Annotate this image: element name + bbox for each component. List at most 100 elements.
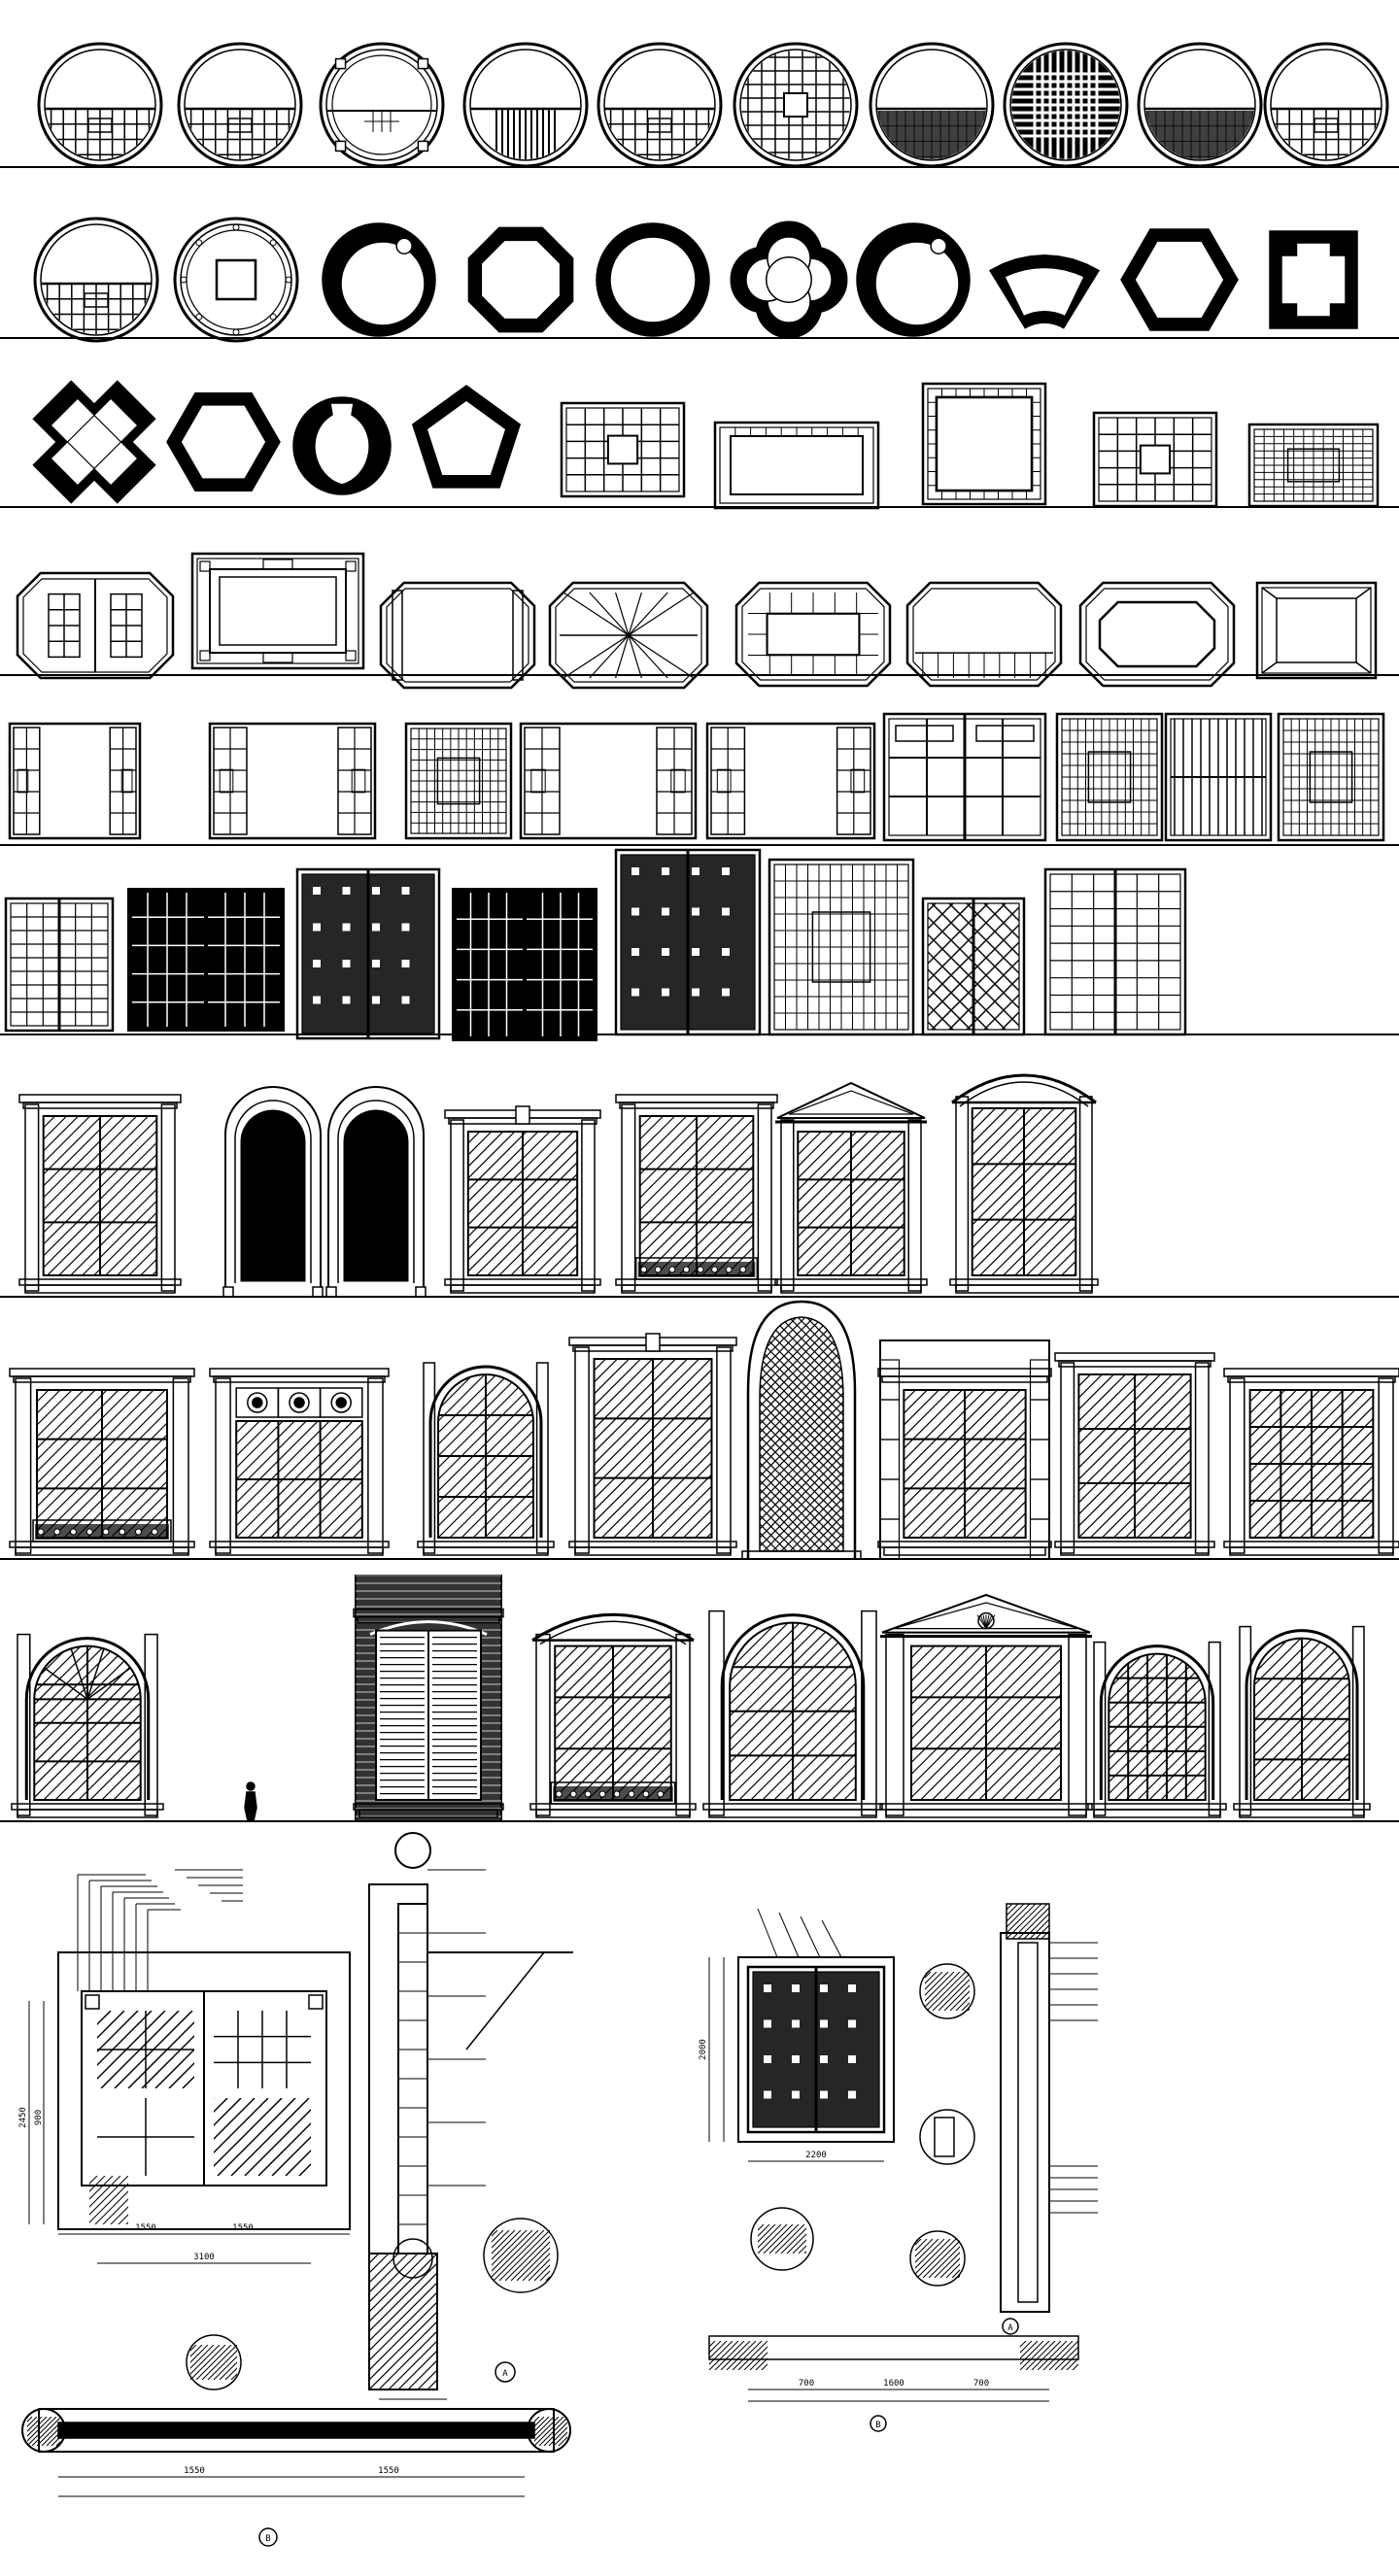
window-classical-pilaster-arch [1233, 1625, 1371, 1818]
window-catalog [0, 42, 1399, 1822]
window-rect-lattice-dark-door [452, 888, 597, 1041]
dimension-label: 900 [34, 2110, 44, 2125]
row-octagonal-frames [0, 552, 1399, 690]
window-vase-thick [292, 396, 392, 495]
window-circle-half-lattice [177, 42, 303, 168]
window-classical-balcony [615, 1094, 778, 1294]
window-classical-pediment-shell [879, 1593, 1093, 1818]
window-classical-cornice [1054, 1352, 1215, 1556]
window-cross-square-thick [1269, 230, 1358, 329]
window-circle-half-hatch [1137, 42, 1263, 168]
dimension-label: 1600 [883, 2379, 904, 2389]
section-marker-b: B [875, 2421, 880, 2430]
window-oct-rect-ornate [734, 581, 892, 688]
window-classical-gothic [741, 1300, 862, 1560]
window-shutter-window-side-panels [705, 722, 876, 840]
window-circle-half-lattice [597, 42, 723, 168]
window-circle-ornate-ring [319, 42, 445, 168]
window-classical-round-arch-grid [1087, 1641, 1227, 1818]
window-circle-half-hatch [869, 42, 995, 168]
section-marker-a: A [1007, 2323, 1013, 2333]
window-oct-rect-nested [1078, 581, 1236, 688]
row-classical-windows-3 [0, 1575, 1399, 1822]
window-shutter-window-side-panels [8, 722, 142, 840]
dimension-label: 1550 [232, 2223, 254, 2233]
window-oct-rect-plain [379, 581, 536, 690]
window-classical-round-arch-large [702, 1610, 883, 1818]
window-circle-square-inset [173, 217, 299, 343]
dimension-label: 1550 [135, 2223, 156, 2233]
row-shaped-windows [0, 217, 1399, 343]
window-quatrefoil-thick [730, 220, 848, 339]
row-lattice-doors [0, 848, 1399, 1041]
window-rect-lattice-grid [882, 712, 1047, 842]
window-rect-lattice-door [1043, 867, 1187, 1036]
window-classical-twin-arch [222, 1086, 427, 1298]
window-classical-keystone [568, 1333, 737, 1556]
window-rect-lattice-dense [768, 858, 915, 1036]
window-rect-lattice-dense [404, 722, 513, 840]
window-rect-lattice-door [4, 897, 115, 1033]
window-classical-scroll-hood [529, 1612, 697, 1818]
window-shutter-window-side-panels [519, 722, 698, 840]
window-circle-vertical-bars [462, 42, 589, 168]
window-rect-lattice-fret [1092, 411, 1218, 508]
window-classical-segmental [949, 1073, 1099, 1294]
window-classical-round-arch [417, 1362, 555, 1556]
dimension-label: 1550 [378, 2466, 399, 2476]
section-marker-a: A [502, 2369, 508, 2379]
row-screen-panels [0, 712, 1399, 846]
window-rect-lattice-bars [1164, 712, 1273, 842]
window-circle-half-lattice [33, 217, 159, 343]
window-ring-thick [596, 222, 710, 337]
window-classical-flat-hood [444, 1105, 601, 1294]
window-oct-rect-bottom-bars [905, 581, 1063, 688]
window-classical-pediment [774, 1081, 928, 1294]
window-shutter-window-side-panels [208, 722, 377, 840]
window-rect-lattice-diagonal [921, 897, 1026, 1036]
row-classical-windows-2 [0, 1300, 1399, 1560]
dimension-label: 2200 [805, 2151, 827, 2160]
window-oct-rect-double-door [16, 571, 175, 680]
window-classical-casement-grid [1223, 1368, 1399, 1556]
dimension-label: 2000 [699, 2039, 708, 2060]
window-crescent-thick [856, 222, 971, 337]
dimension-label: 3100 [193, 2253, 215, 2262]
window-circle-full-lattice-dark [1003, 42, 1129, 168]
row-classical-windows-1 [0, 1073, 1399, 1298]
window-hexagon-thick [1120, 228, 1239, 331]
window-rect-frame-corner-fret [1255, 581, 1378, 680]
dimension-label: 700 [799, 2379, 814, 2389]
window-circle-half-lattice [37, 42, 163, 168]
window-cross-thick [32, 380, 156, 504]
window-rect-lattice-frame [713, 421, 880, 510]
row-round-windows-1 [0, 42, 1399, 168]
window-rect-frame-nested [190, 552, 365, 670]
row-polygon-and-lattice-panels [0, 380, 1399, 510]
window-classical-pilaster-flat [18, 1094, 182, 1294]
window-classical-medallions [209, 1368, 390, 1556]
window-classical-balustrade [9, 1368, 195, 1556]
detail-drawing-right: 2200 2000 700 1600 700 A B [699, 1903, 1098, 2432]
dimension-label: 1550 [184, 2466, 205, 2476]
window-rect-lattice-dense [1055, 712, 1164, 842]
window-rect-lattice-dot-door [614, 848, 762, 1036]
window-circle-full-lattice [733, 42, 859, 168]
dimension-label: 2450 [18, 2107, 28, 2128]
window-rect-lattice-dark-door [127, 888, 285, 1032]
window-octagon-thick [467, 226, 574, 333]
window-oct-rect-diagonal-lattice [548, 581, 709, 690]
window-classical-brick-shutter [353, 1575, 504, 1822]
dimension-label: 700 [973, 2379, 989, 2389]
window-rect-lattice-square-frame [921, 382, 1047, 506]
window-figure-scale-figure [244, 1781, 257, 1822]
section-marker-b: B [265, 2534, 270, 2544]
window-hexagon-thick [166, 392, 281, 491]
window-classical-rusticated [877, 1339, 1052, 1560]
window-rect-lattice-dot-door [295, 867, 441, 1040]
window-pentagon-thick [411, 385, 522, 489]
window-rect-lattice-fret [560, 401, 686, 498]
window-crescent-thick [322, 222, 436, 337]
